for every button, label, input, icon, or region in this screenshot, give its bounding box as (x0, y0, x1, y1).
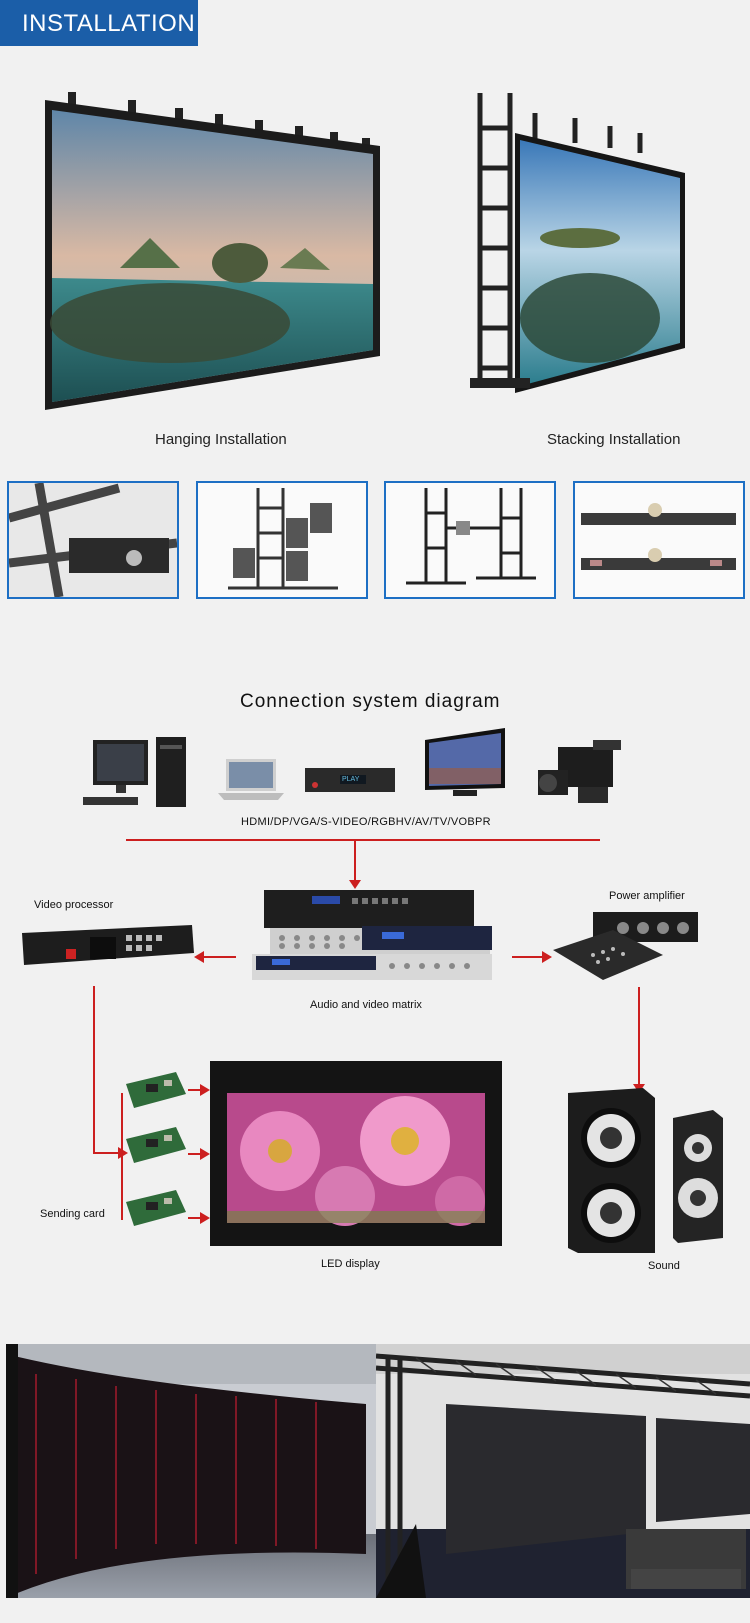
thumbnail-ground-support (384, 481, 556, 599)
curved-led-wall-photo (6, 1344, 376, 1598)
cards-bracket-line (121, 1093, 123, 1220)
video-processor-image (22, 925, 194, 965)
video-camera-icon (538, 740, 621, 803)
hanging-installation-image (45, 92, 380, 410)
sending-card-1 (126, 1072, 186, 1108)
sound-label: Sound (648, 1260, 680, 1272)
video-processor-label: Video processor (34, 899, 114, 911)
arrow-right-icon (200, 1212, 210, 1224)
av-matrix-image (252, 890, 492, 980)
power-amplifier-label: Power amplifier (609, 890, 685, 902)
sending-card-label: Sending card (40, 1208, 105, 1220)
dvd-player-icon (305, 768, 395, 792)
power-amplifier-image (553, 912, 698, 980)
matrix-label: Audio and video matrix (310, 999, 422, 1011)
sending-card-2 (126, 1127, 186, 1163)
arrow-right-icon (118, 1147, 128, 1159)
amplifier-down-line (638, 987, 640, 1087)
section-header: INSTALLATION (0, 0, 198, 46)
arrow-right-icon (542, 951, 552, 963)
arrow-left-icon (194, 951, 204, 963)
processor-to-cards-line (93, 1152, 123, 1154)
arrow-to-processor-line (200, 956, 236, 958)
tv-icon (425, 728, 505, 796)
processor-down-line (93, 986, 95, 1154)
thumbnail-connecting-bars (573, 481, 745, 599)
led-display-label: LED display (321, 1258, 380, 1270)
laptop-icon (218, 759, 284, 800)
arrow-to-amplifier-line (512, 956, 544, 958)
card-arrow-line-1 (188, 1089, 202, 1091)
input-bus-line (126, 839, 600, 841)
sending-card-3 (126, 1190, 186, 1226)
stacking-installation-image (470, 93, 685, 393)
inputs-label: HDMI/DP/VGA/S-VIDEO/RGBHV/AV/TV/VOBPR (241, 816, 491, 828)
stacking-caption: Stacking Installation (547, 431, 681, 448)
arrow-down-icon (349, 880, 361, 889)
thumbnail-stacking-frame (196, 481, 368, 599)
dvd-display-text: PLAY (342, 776, 360, 783)
arrow-right-icon (200, 1084, 210, 1096)
speakers-image (568, 1088, 723, 1253)
thumbnail-rigging-detail (7, 481, 179, 599)
card-arrow-line-3 (188, 1217, 202, 1219)
arrow-to-matrix-line (354, 840, 356, 884)
hanging-caption: Hanging Installation (155, 431, 287, 448)
desktop-computer-icon (83, 737, 186, 807)
diagram-title: Connection system diagram (240, 691, 501, 712)
led-display-image (210, 1061, 502, 1246)
truss-hung-led-photo (376, 1344, 750, 1598)
card-arrow-line-2 (188, 1153, 202, 1155)
arrow-right-icon (200, 1148, 210, 1160)
